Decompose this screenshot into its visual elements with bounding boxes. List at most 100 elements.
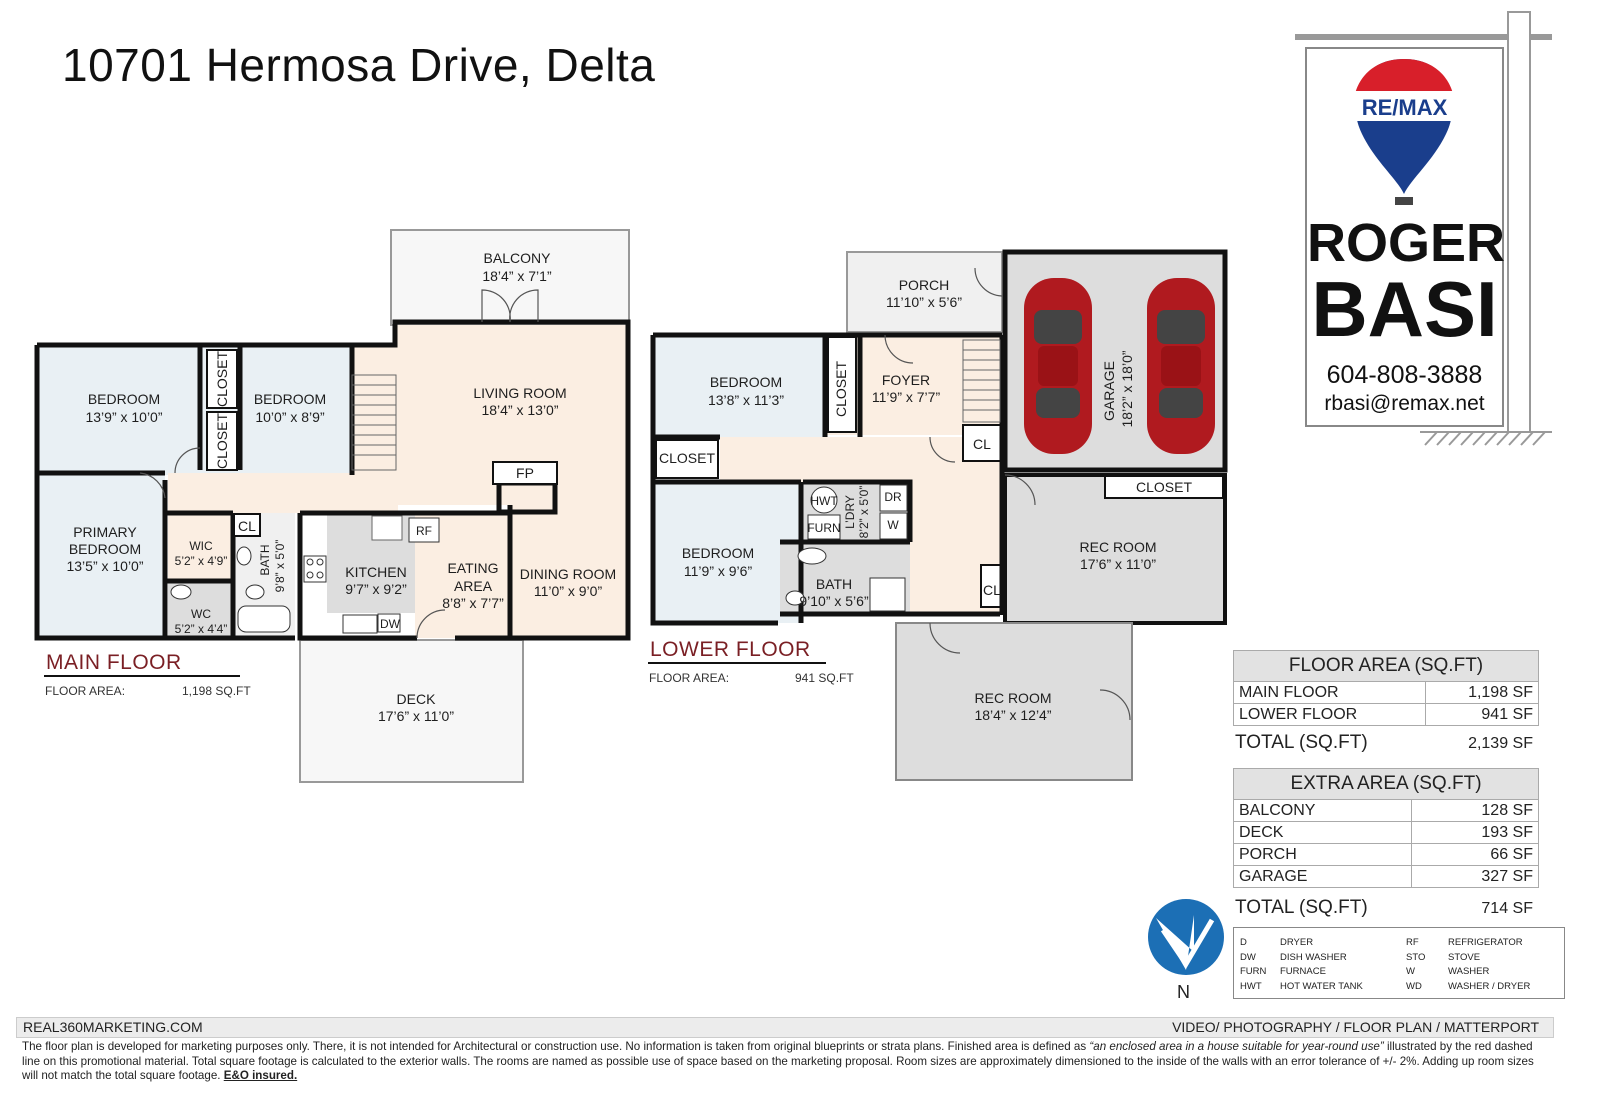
balcony-label: BALCONY (484, 250, 552, 266)
agent-first-name: ROGER (1307, 213, 1506, 273)
dining-size: 11’0” x 9’0” (534, 583, 603, 599)
living-size: 18’4” x 13’0” (481, 402, 558, 418)
floor-area-row-value: 941 SF (1425, 703, 1539, 726)
extra-area-row-value: 193 SF (1410, 821, 1540, 844)
lower-floor-area-label: FLOOR AREA: (649, 671, 730, 685)
legend-code: W (1406, 966, 1415, 977)
floor-area-row-label: MAIN FLOOR (1232, 681, 1427, 704)
balcony-size: 18’4” x 7’1” (482, 268, 552, 284)
kitchen-size: 9’7” x 9’2” (345, 581, 407, 597)
living-label: LIVING ROOM (473, 385, 566, 401)
lower-floor-title: LOWER FLOOR (650, 638, 811, 661)
extra-area-row-value: 66 SF (1410, 843, 1540, 866)
compass-north-label: N (1177, 982, 1190, 1002)
bedroom1-size: 13’9” x 10’0” (85, 409, 162, 425)
lower-floor-area-value: 941 SQ.FT (795, 671, 854, 685)
legend-code: HWT (1240, 981, 1262, 992)
main-floor-title: MAIN FLOOR (46, 651, 182, 674)
legend-code: DW (1240, 952, 1256, 963)
page-title: 10701 Hermosa Drive, Delta (62, 39, 656, 91)
wc-label: WC (191, 607, 211, 621)
extra-area-row-value: 327 SF (1410, 865, 1540, 888)
cl-label: CL (238, 518, 256, 534)
extra-area-row-label: BALCONY (1233, 799, 1412, 822)
deck-label: DECK (397, 691, 437, 707)
wic-size: 5’2” x 4’9” (175, 554, 228, 568)
remax-brand: RE/MAX (1361, 95, 1448, 120)
lower-bath-size: 9’10” x 5’6” (799, 593, 869, 609)
garage-closet-label: CLOSET (1136, 479, 1192, 495)
extra-area-total-value: 714 SF (1481, 900, 1533, 917)
foyer-label: FOYER (882, 372, 930, 388)
eating-label-1: EATING (447, 560, 498, 576)
fp-label: FP (516, 465, 534, 481)
floor-area-total-value: 2,139 SF (1468, 735, 1533, 752)
agent-phone[interactable]: 604-808-3888 (1326, 361, 1483, 389)
extra-area-row-label: PORCH (1233, 843, 1412, 866)
furn-label: FURN (807, 521, 840, 535)
lower-bedroom2-size: 11’9” x 9’6” (684, 563, 753, 579)
car-icon (1147, 278, 1215, 454)
wic-label: WIC (189, 539, 213, 553)
legend-desc: REFRIGERATOR (1448, 937, 1523, 948)
lower-closet-v-label: CLOSET (833, 361, 849, 417)
extra-area-row-label: DECK (1233, 821, 1412, 844)
cl2-label: CL (983, 582, 1001, 598)
legend-code: RF (1406, 937, 1419, 948)
foyer-size: 11’9” x 7’7” (872, 389, 941, 405)
floor-area-row-label: LOWER FLOOR (1232, 703, 1427, 726)
wc-size: 5’2” x 4’4” (175, 622, 228, 636)
remax-balloon-icon (1351, 59, 1457, 205)
main-floor-area-value: 1,198 SQ.FT (182, 684, 251, 698)
rec1-label: REC ROOM (1080, 539, 1157, 555)
deck-size: 17’6” x 11’0” (378, 708, 454, 724)
closet1-label: CLOSET (214, 351, 230, 407)
bedroom2-label: BEDROOM (254, 391, 326, 407)
bedroom1-label: BEDROOM (88, 391, 160, 407)
agent-email[interactable]: rbasi@remax.net (1324, 392, 1485, 415)
legend-code: FURN (1240, 966, 1267, 977)
legend-desc: DRYER (1280, 937, 1314, 948)
porch-label: PORCH (899, 277, 950, 293)
floor-area-header: FLOOR AREA (SQ.FT) (1233, 650, 1539, 682)
legend-desc: FURNACE (1280, 966, 1326, 977)
legend-desc: HOT WATER TANK (1280, 981, 1363, 992)
footer-website[interactable]: REAL360MARKETING.COM (23, 1019, 203, 1035)
legend-desc: STOVE (1448, 952, 1481, 963)
disclaimer-italic: “an enclosed area in a house suitable fo… (1089, 1040, 1384, 1053)
legend-code: STO (1406, 952, 1426, 963)
extra-area-header: EXTRA AREA (SQ.FT) (1233, 768, 1539, 800)
bath-label: BATH (258, 544, 272, 575)
lower-bath-label: BATH (816, 576, 852, 592)
dw-label: DW (380, 617, 401, 631)
disclaimer-text-2: illustrated by the red dashed line on th… (22, 1040, 1534, 1082)
bedroom2-size: 10’0” x 8’9” (255, 409, 325, 425)
garage-size: 18’2” x 18’0” (1119, 350, 1135, 427)
cl1-label: CL (973, 436, 991, 452)
compass-icon (1148, 899, 1224, 975)
w-label: W (887, 518, 899, 532)
rf-label: RF (416, 524, 432, 538)
closet2-label: CLOSET (214, 413, 230, 469)
extra-area-row-label: GARAGE (1233, 865, 1412, 888)
rec2-label: REC ROOM (975, 690, 1052, 706)
legend-code: D (1240, 937, 1247, 948)
lower-bedroom2-label: BEDROOM (682, 545, 754, 561)
ldry-size: 8’2” x 5’0” (857, 486, 871, 539)
lower-floor-plan (650, 249, 1228, 781)
lower-closet-label: CLOSET (659, 450, 715, 466)
agent-sign: RE/MAX ROGER BASI 604-808-3888 rbasi@rem… (1305, 47, 1506, 427)
eating-label-2: AREA (454, 578, 493, 594)
rec1-size: 17’6” x 11’0” (1080, 556, 1156, 572)
porch-size: 11’10” x 5’6” (886, 294, 962, 310)
primary-size: 13’5” x 10’0” (66, 558, 143, 574)
disclaimer-text: The floor plan is developed for marketin… (22, 1040, 1090, 1053)
footer-services: VIDEO/ PHOTOGRAPHY / FLOOR PLAN / MATTER… (1172, 1019, 1539, 1035)
hwt-label: HWT (810, 494, 838, 508)
bath-size: 9’8” x 5’0” (273, 540, 287, 593)
floor-area-row-value: 1,198 SF (1425, 681, 1539, 704)
legend-code: WD (1406, 981, 1422, 992)
